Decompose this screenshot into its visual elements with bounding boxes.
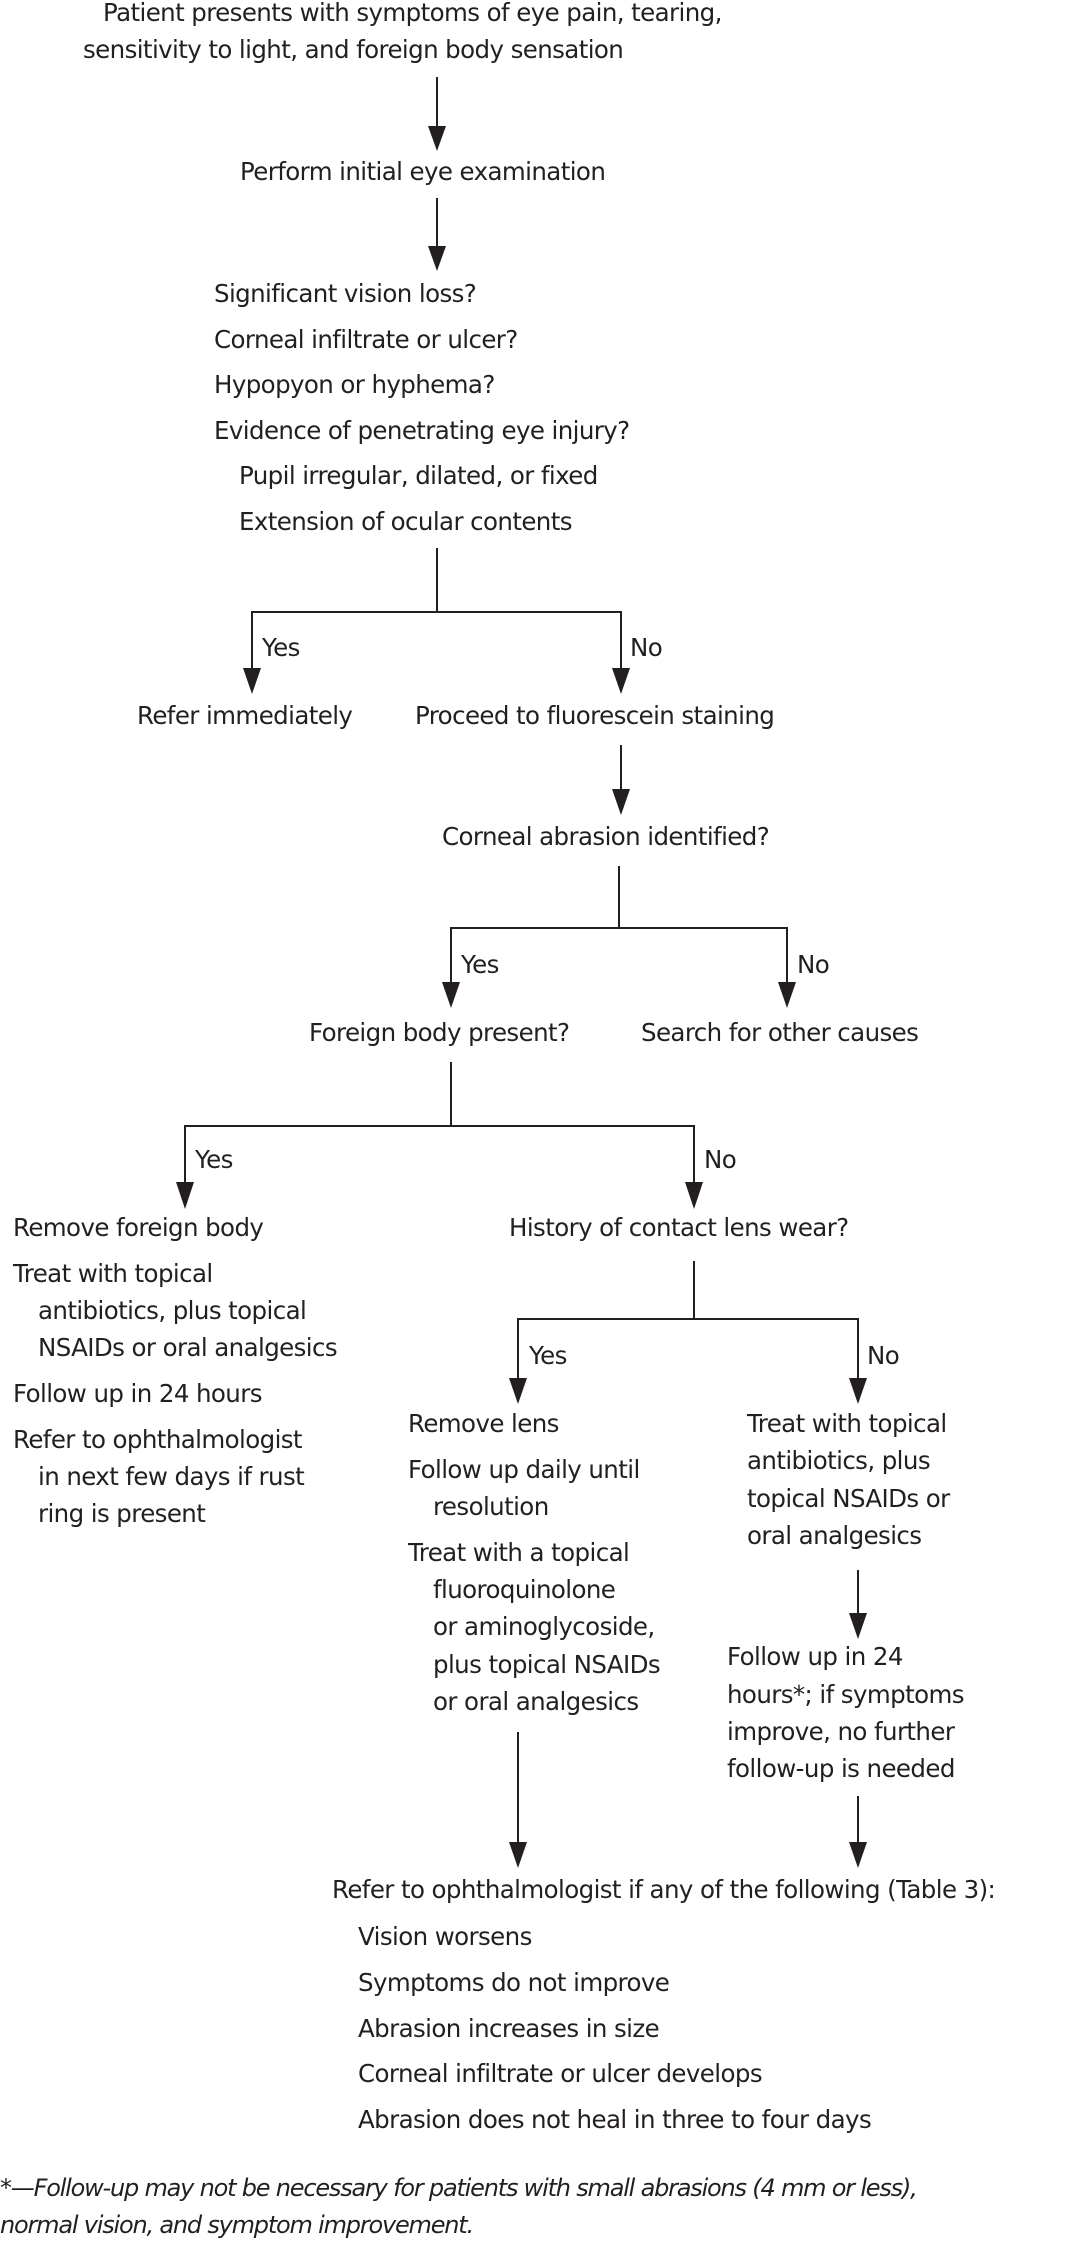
start-node-line: Patient presents with symptoms of eye pa… — [103, 0, 722, 27]
foreign-body-step-cont: ring is present — [38, 1499, 206, 1528]
arrowhead-icon — [685, 1182, 703, 1209]
arrowhead-icon — [428, 126, 446, 151]
red-flag-question: Hypopyon or hyphema? — [214, 370, 495, 399]
contact-lens-question-node: History of contact lens wear? — [509, 1213, 849, 1242]
follow-up-24-line: follow-up is needed — [727, 1754, 955, 1783]
branch-label-no: No — [704, 1145, 737, 1174]
contact-lens-step: Follow up daily until — [408, 1455, 640, 1484]
no-lens-treat-line: oral analgesics — [747, 1521, 922, 1550]
follow-up-24-line: hours*; if symptoms — [727, 1680, 965, 1709]
no-lens-treat-line: Treat with topical — [747, 1409, 947, 1438]
exam-node: Perform initial eye examination — [240, 157, 606, 186]
contact-lens-step: Treat with a topical — [408, 1538, 630, 1567]
contact-lens-step-cont: or aminoglycoside, — [433, 1612, 655, 1641]
other-causes-node: Search for other causes — [641, 1018, 919, 1047]
no-lens-treat-line: topical NSAIDs or — [747, 1484, 950, 1513]
red-flag-sub-item: Extension of ocular contents — [239, 507, 573, 536]
branch-label-no: No — [797, 950, 830, 979]
arrowhead-icon — [849, 1842, 867, 1868]
branch-label-no: No — [867, 1341, 900, 1370]
footnote-line: normal vision, and symptom improvement. — [0, 2211, 474, 2239]
arrowhead-icon — [612, 789, 630, 815]
refer-if-item: Symptoms do not improve — [358, 1968, 670, 1997]
foreign-body-step: Remove foreign body — [13, 1213, 264, 1242]
contact-lens-step-cont: resolution — [433, 1492, 549, 1521]
contact-lens-step-cont: fluoroquinolone — [433, 1575, 616, 1604]
arrowhead-icon — [428, 246, 446, 271]
arrowhead-icon — [442, 982, 460, 1008]
arrowhead-icon — [612, 668, 630, 694]
foreign-body-step: Follow up in 24 hours — [13, 1379, 262, 1408]
contact-lens-step: Remove lens — [408, 1409, 559, 1438]
refer-if-item: Corneal infiltrate or ulcer develops — [358, 2059, 763, 2088]
foreign-body-step-cont: in next few days if rust — [38, 1462, 305, 1491]
red-flag-question: Evidence of penetrating eye injury? — [214, 416, 630, 445]
abrasion-question-node: Corneal abrasion identified? — [442, 822, 770, 851]
arrowhead-icon — [849, 1613, 867, 1639]
foreign-body-step-cont: NSAIDs or oral analgesics — [38, 1333, 338, 1362]
follow-up-24-line: improve, no further — [727, 1717, 955, 1746]
arrowhead-icon — [509, 1842, 527, 1868]
foreign-body-question-node: Foreign body present? — [309, 1018, 570, 1047]
arrowhead-icon — [243, 668, 261, 694]
red-flag-question: Corneal infiltrate or ulcer? — [214, 325, 518, 354]
start-node-line: sensitivity to light, and foreign body s… — [83, 35, 624, 64]
foreign-body-step: Refer to ophthalmologist — [13, 1425, 303, 1454]
refer-if-item: Abrasion increases in size — [358, 2014, 660, 2043]
foreign-body-step: Treat with topical — [13, 1259, 213, 1288]
branch-label-yes: Yes — [262, 633, 300, 662]
branch-label-no: No — [630, 633, 663, 662]
red-flag-question: Significant vision loss? — [214, 279, 477, 308]
branch-label-yes: Yes — [461, 950, 499, 979]
contact-lens-step-cont: plus topical NSAIDs — [433, 1650, 661, 1679]
no-lens-treat-line: antibiotics, plus — [747, 1446, 931, 1475]
refer-if-heading: Refer to ophthalmologist if any of the f… — [332, 1875, 996, 1904]
branch-label-yes: Yes — [195, 1145, 233, 1174]
refer-if-item: Abrasion does not heal in three to four … — [358, 2105, 872, 2134]
follow-up-24-line: Follow up in 24 — [727, 1642, 903, 1671]
footnote-line: *—Follow-up may not be necessary for pat… — [0, 2174, 918, 2202]
red-flag-sub-item: Pupil irregular, dilated, or fixed — [239, 461, 598, 490]
contact-lens-step-cont: or oral analgesics — [433, 1687, 639, 1716]
arrowhead-icon — [509, 1378, 527, 1404]
refer-if-item: Vision worsens — [358, 1922, 532, 1951]
arrowhead-icon — [176, 1182, 194, 1209]
refer-immediately-node: Refer immediately — [137, 701, 353, 730]
foreign-body-step-cont: antibiotics, plus topical — [38, 1296, 307, 1325]
fluorescein-node: Proceed to fluorescein staining — [415, 701, 775, 730]
arrowhead-icon — [849, 1378, 867, 1404]
branch-label-yes: Yes — [529, 1341, 567, 1370]
arrowhead-icon — [778, 982, 796, 1008]
